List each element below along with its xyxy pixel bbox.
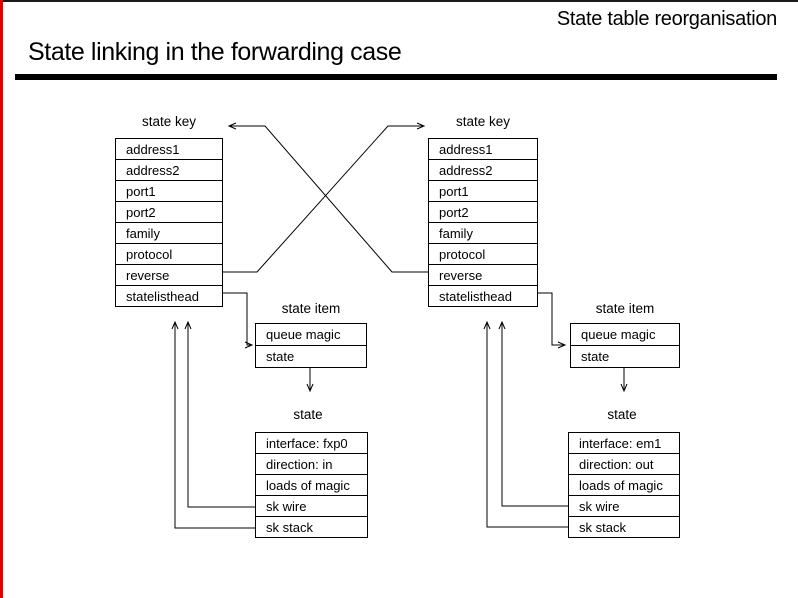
slide-left-accent-border — [0, 0, 3, 598]
table-row: address2 — [116, 160, 222, 181]
table-row: family — [429, 223, 537, 244]
table-row: statelisthead — [439, 288, 512, 304]
state-table-right: interface: em1 direction: out loads of m… — [568, 432, 680, 538]
table-row: sk wire — [569, 496, 679, 517]
table-row: reverse — [116, 265, 222, 286]
state-item-table-right: queue magic state — [570, 323, 680, 368]
table-row: protocol — [116, 244, 222, 265]
heading-rule — [15, 74, 777, 80]
table-row: reverse — [429, 265, 537, 286]
state-label-left: state — [293, 407, 323, 422]
table-row: direction: out — [569, 454, 679, 475]
table-row: state — [266, 349, 295, 364]
table-row: port1 — [116, 181, 222, 202]
table-row: sk stack — [579, 519, 626, 535]
slide-corner-title: State table reorganisation — [556, 8, 777, 30]
connector-right-statelisthead-to-state-item — [538, 292, 567, 349]
state-item-label-right: state item — [595, 301, 655, 316]
table-row: interface: em1 — [569, 433, 679, 454]
table-row: loads of magic — [569, 475, 679, 496]
state-item-label-left: state item — [281, 301, 341, 316]
connector-left-reverse-to-right-state-key — [223, 122, 426, 273]
table-row: protocol — [429, 244, 537, 265]
table-row: address2 — [429, 160, 537, 181]
table-row: sk stack — [266, 519, 313, 535]
table-row: state — [581, 349, 610, 364]
table-row: family — [116, 223, 222, 244]
table-row: address1 — [429, 139, 537, 160]
table-row: address1 — [116, 139, 222, 160]
state-key-label-right: state key — [455, 114, 511, 129]
table-row: direction: in — [256, 454, 367, 475]
table-row: statelisthead — [126, 288, 199, 304]
state-key-table-left: address1 address2 port1 port2 family pro… — [115, 138, 223, 307]
connector-right-sk-stack-up — [483, 320, 568, 528]
slide-top-edge-line — [0, 0, 798, 2]
state-key-label-left: state key — [141, 114, 197, 129]
table-row: port2 — [429, 202, 537, 223]
page-heading: State linking in the forwarding case — [28, 38, 402, 66]
table-row: queue magic — [571, 324, 679, 346]
state-label-right: state — [607, 407, 637, 422]
connector-right-sk-wire-up — [498, 320, 568, 507]
state-table-left: interface: fxp0 direction: in loads of m… — [255, 432, 368, 538]
table-row: interface: fxp0 — [256, 433, 367, 454]
table-row: loads of magic — [256, 475, 367, 496]
connector-left-statelisthead-to-state-item — [223, 292, 254, 349]
state-key-table-right: address1 address2 port1 port2 family pro… — [428, 138, 538, 307]
table-row: sk wire — [256, 496, 367, 517]
connector-left-sk-stack-up — [171, 320, 255, 529]
connector-left-sk-wire-up — [184, 320, 255, 508]
table-row: port2 — [116, 202, 222, 223]
table-row: port1 — [429, 181, 537, 202]
table-row: queue magic — [256, 324, 366, 346]
state-item-table-left: queue magic state — [255, 323, 367, 368]
